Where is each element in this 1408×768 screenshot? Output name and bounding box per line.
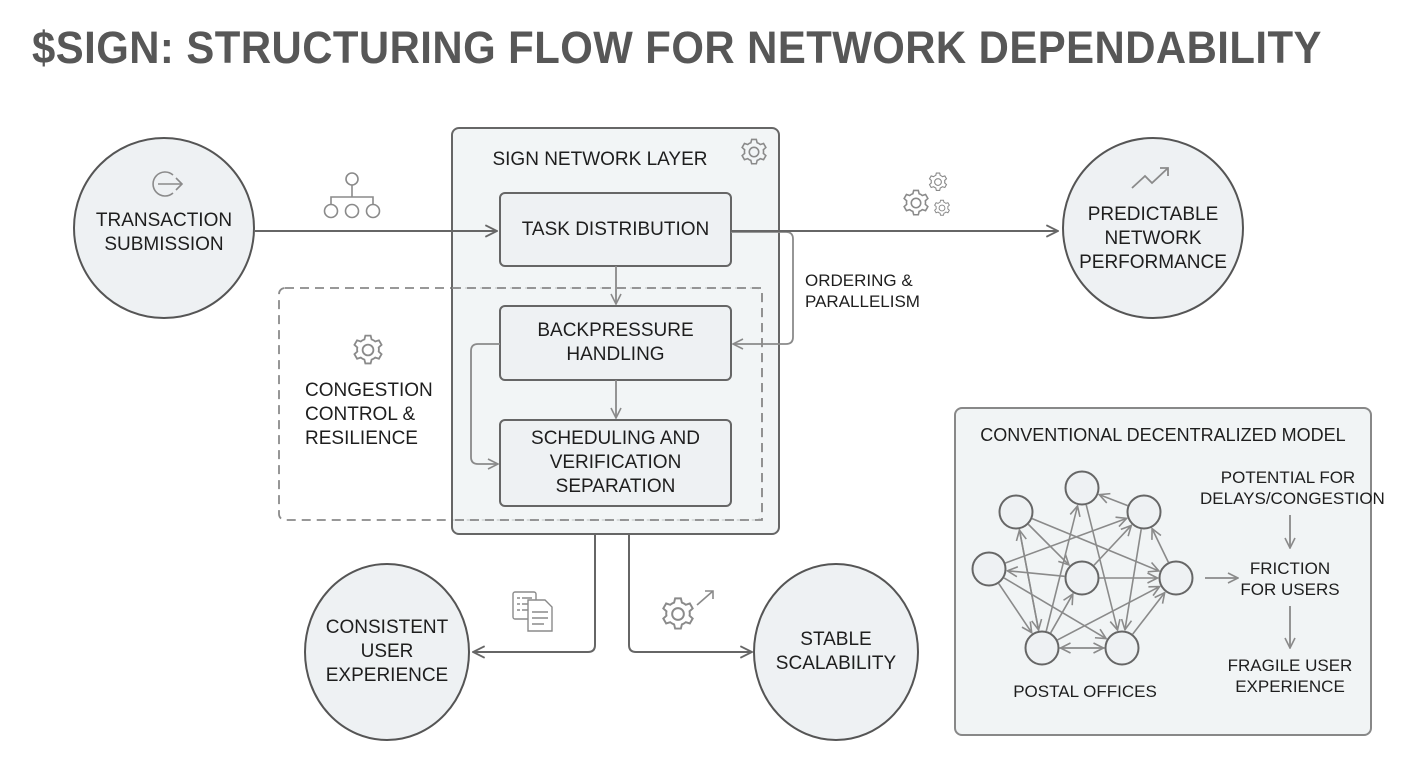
postal-office-node <box>1064 470 1100 506</box>
scheduling-box <box>499 419 732 507</box>
page-title: $SIGN: STRUCTURING FLOW FOR NETWORK DEPE… <box>32 22 1322 73</box>
network-edge <box>1057 587 1160 641</box>
ordering-parallelism-label: ORDERING & PARALLELISM <box>805 271 920 311</box>
network-edge <box>1132 593 1165 635</box>
exit-arrow-icon <box>152 171 184 197</box>
documents-icon <box>512 591 553 632</box>
arrow-layer-to-ux <box>473 534 596 652</box>
arrow-layer-to-scalability <box>628 534 752 652</box>
gears-icon <box>903 172 950 216</box>
network-edge <box>1045 506 1077 632</box>
congestion-label: CONGESTION CONTROL & RESILIENCE <box>305 380 433 449</box>
network-edge <box>1085 504 1117 630</box>
stable-scalability-node <box>753 563 919 741</box>
transaction-submission-label: TRANSACTION SUBMISSION <box>95 210 233 255</box>
network-edge <box>998 583 1032 633</box>
stable-scalability-label: STABLE SCALABILITY <box>775 629 897 674</box>
backpressure-label: BACKPRESSURE HANDLING <box>537 320 694 365</box>
hierarchy-icon <box>323 172 381 219</box>
arrow-ordering-loop <box>731 231 794 344</box>
conventional-model-title: CONVENTIONAL DECENTRALIZED MODEL <box>980 425 1346 445</box>
postal-office-node <box>1158 560 1194 596</box>
transaction-submission-node <box>73 137 255 319</box>
gear-arrow-icon <box>662 590 714 630</box>
network-edge <box>1099 495 1128 507</box>
network-edge <box>1003 577 1106 639</box>
postal-office-node <box>1064 560 1100 596</box>
postal-office-node <box>971 551 1007 587</box>
task-distribution-label: TASK DISTRIBUTION <box>521 219 710 240</box>
network-edge <box>1093 525 1131 566</box>
network-edge <box>1125 529 1142 629</box>
delays-congestion-label: POTENTIAL FOR DELAYS/CONGESTION <box>1200 468 1385 508</box>
predictable-performance-label: PREDICTABLE NETWORK PERFORMANCE <box>1079 204 1227 273</box>
network-edge <box>1018 529 1038 630</box>
network-edge <box>1152 529 1170 563</box>
scheduling-label: SCHEDULING AND VERIFICATION SEPARATION <box>531 428 700 497</box>
network-edge <box>1049 594 1073 634</box>
postal-office-node <box>998 494 1034 530</box>
postal-office-node <box>1024 630 1060 666</box>
fragile-ux-label: FRAGILE USER EXPERIENCE <box>1227 656 1353 696</box>
postal-office-node <box>1126 494 1162 530</box>
friction-users-label: FRICTION FOR USERS <box>1240 559 1340 599</box>
consistent-ux-label: CONSISTENT USER EXPERIENCE <box>325 617 449 686</box>
consistent-ux-node <box>304 563 470 741</box>
trending-up-icon <box>1131 167 1169 189</box>
gear-icon <box>353 334 383 365</box>
sign-layer-title: SIGN NETWORK LAYER <box>492 149 708 170</box>
network-edge <box>1027 523 1069 565</box>
postal-offices-label: POSTAL OFFICES <box>1013 682 1157 701</box>
network-edge <box>1005 518 1126 564</box>
postal-office-node <box>1104 630 1140 666</box>
postal-offices-network <box>971 470 1194 666</box>
predictable-performance-node <box>1062 137 1244 319</box>
network-edge <box>1007 571 1065 577</box>
arrow-backpressure-bypass <box>470 343 500 464</box>
